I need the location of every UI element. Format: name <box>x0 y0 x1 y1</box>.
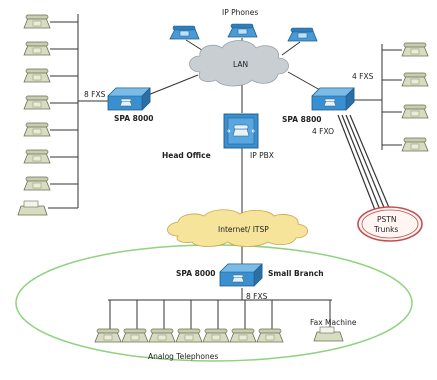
analog-telephone-icon <box>401 72 429 87</box>
right-spa-label: SPA 8800 <box>282 115 322 124</box>
router-icon <box>107 87 151 111</box>
analog-telephone-icon <box>401 42 429 57</box>
fax-machine-label: Fax Machine <box>310 318 357 327</box>
left-fxs-label: 8 FXS <box>84 90 106 99</box>
branch-fxs-label: 8 FXS <box>246 292 268 301</box>
analog-telephone-icon <box>94 328 122 343</box>
ip-pbx-label: IP PBX <box>250 151 274 160</box>
analog-telephone-icon <box>202 328 230 343</box>
analog-telephone-icon <box>23 68 51 83</box>
analog-telephone-icon <box>23 95 51 110</box>
analog-telephone-icon <box>229 328 257 343</box>
analog-telephone-icon <box>148 328 176 343</box>
analog-telephone-icon <box>401 137 429 152</box>
ip-pbx-icon <box>223 113 259 149</box>
trunks-label: Trunks <box>374 225 399 234</box>
internet-label: Internet/ ITSP <box>218 225 269 234</box>
ip-phones-label: IP Phones <box>222 8 259 17</box>
analog-telephone-icon <box>121 328 149 343</box>
pstn-cloud <box>357 206 423 242</box>
lan-cloud <box>189 40 289 87</box>
right-fxs-label: 4 FXS <box>352 72 374 81</box>
fax-machine-icon <box>313 326 344 342</box>
head-office-label: Head Office <box>162 151 211 160</box>
internet-cloud <box>167 209 308 247</box>
ip-phones-group <box>169 23 318 42</box>
analog-telephones-label: Analog Telephones <box>148 352 219 361</box>
router-icon <box>311 87 355 111</box>
analog-telephone-icon <box>401 104 429 119</box>
lan-label: LAN <box>233 60 249 69</box>
pstn-label: PSTN <box>377 215 397 224</box>
analog-telephone-icon <box>23 14 51 29</box>
branch-boundary-ellipse <box>15 244 413 362</box>
ip-phone-icon <box>287 27 318 42</box>
left-analog-phones <box>17 14 51 216</box>
ip-phone-icon <box>169 25 200 40</box>
branch-spa-label: SPA 8000 <box>176 269 216 278</box>
analog-telephone-icon <box>23 41 51 56</box>
analog-telephone-icon <box>23 176 51 191</box>
router-icon <box>219 263 263 287</box>
fax-machine-icon <box>17 200 48 216</box>
ip-phone-icon <box>227 23 258 38</box>
right-analog-phones <box>401 42 429 152</box>
pstn-trunk-lines <box>337 114 391 211</box>
right-fxo-label: 4 FXO <box>312 127 335 136</box>
analog-telephone-icon <box>23 122 51 137</box>
small-branch-label: Small Branch <box>268 269 324 278</box>
analog-telephone-icon <box>23 149 51 164</box>
branch-analog-phones <box>94 326 344 343</box>
analog-telephone-icon <box>256 328 284 343</box>
left-spa-label: SPA 8000 <box>114 114 154 123</box>
analog-telephone-icon <box>175 328 203 343</box>
